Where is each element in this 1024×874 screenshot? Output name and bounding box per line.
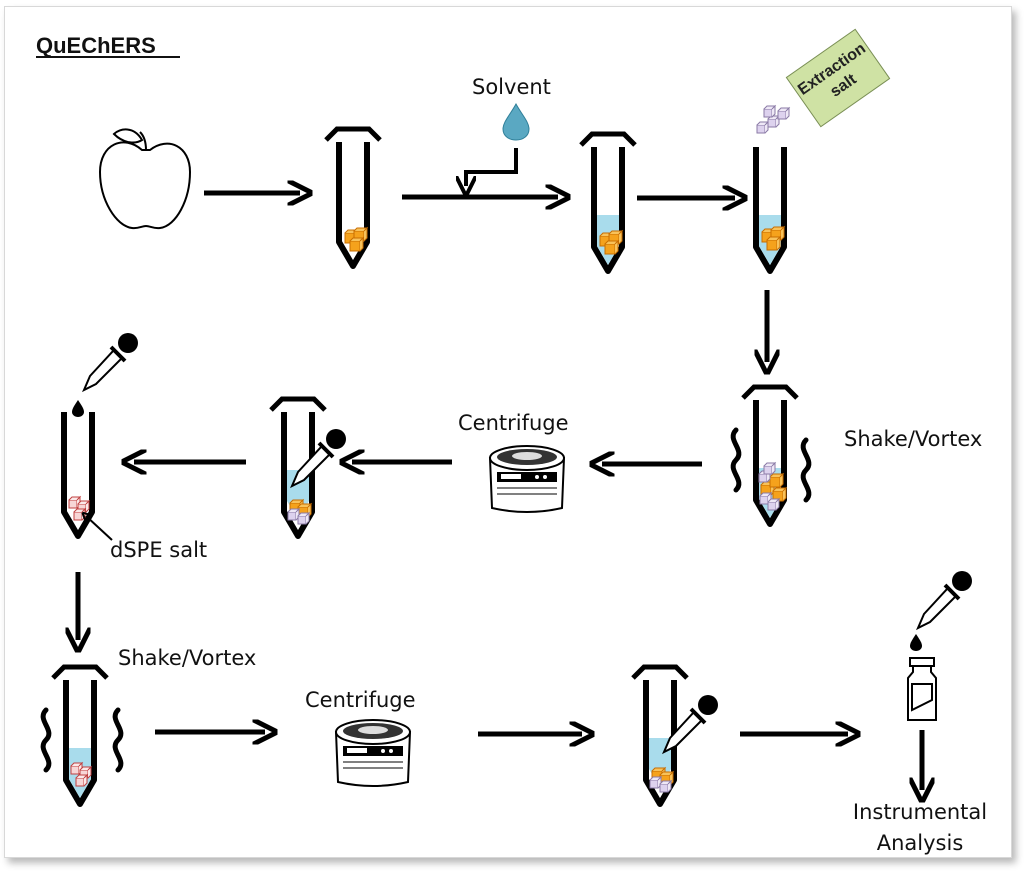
centrifuge-icon	[489, 445, 565, 513]
shake-vortex-label-2: Shake/Vortex	[118, 646, 256, 670]
centrifuge-label: Centrifuge	[458, 411, 569, 435]
pipette-icon	[290, 427, 348, 488]
shake-wave-icon	[803, 440, 809, 500]
pipette-icon	[82, 331, 140, 392]
dspe-salt-label: dSPE salt	[110, 538, 207, 562]
tube-icon	[743, 387, 797, 524]
instrumental-analysis-label-line2: Analysis	[877, 831, 964, 855]
tube-icon	[756, 105, 790, 271]
solvent-label: Solvent	[472, 75, 551, 99]
centrifuge-label-2: Centrifuge	[305, 688, 416, 712]
vial-icon	[907, 657, 937, 721]
extraction-salt-box-icon: Extraction salt	[785, 28, 891, 128]
centrifuge-icon	[335, 719, 411, 787]
tube-icon	[326, 129, 380, 266]
shake-wave-icon	[115, 710, 121, 770]
shake-wave-icon	[43, 710, 49, 770]
diagram-title: QuEChERS	[36, 33, 156, 58]
solvent-line	[466, 148, 518, 186]
solvent-drop-icon	[502, 102, 530, 141]
pipette-drop-icon	[72, 400, 84, 417]
tube-icon	[53, 667, 107, 804]
tube-icon	[581, 134, 635, 271]
shake-wave-icon	[733, 430, 739, 490]
shake-vortex-label: Shake/Vortex	[844, 427, 982, 451]
dspe-pointer	[86, 516, 113, 541]
pipette-drop-icon	[910, 634, 922, 651]
apple-icon	[98, 128, 192, 230]
instrumental-analysis-label-line1: Instrumental	[853, 800, 987, 824]
pipette-icon	[916, 569, 974, 630]
